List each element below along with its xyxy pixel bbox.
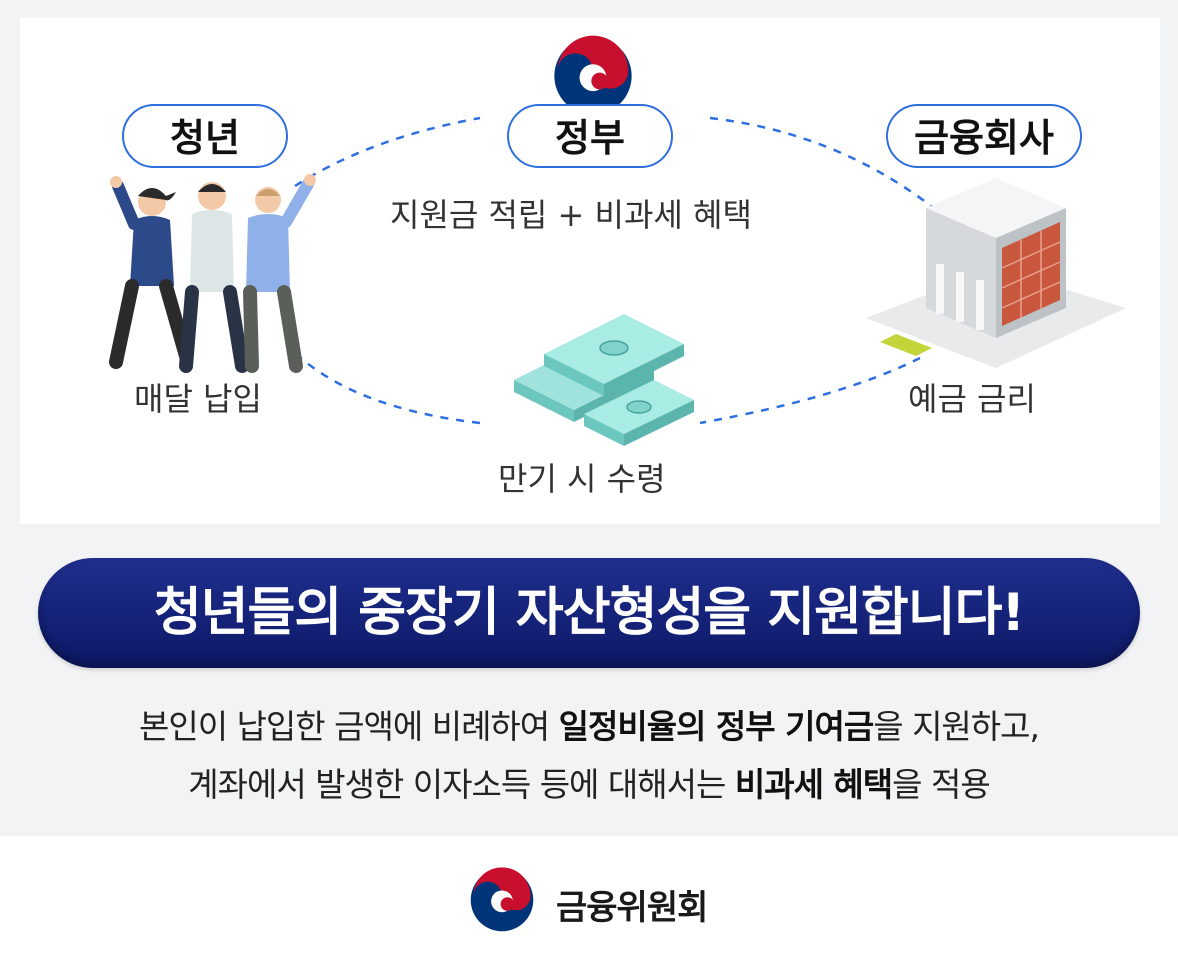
connector-money-youth: [289, 347, 481, 425]
label-deposit-interest: 예금 금리: [908, 380, 1036, 418]
role-government-pill: 정부: [507, 104, 673, 168]
description-line-2: 계좌에서 발생한 이자소득 등에 대해서는 비과세 혜택을 적용: [0, 758, 1178, 806]
org-name: 금융위원회: [556, 888, 708, 928]
fsc-emblem-icon: [470, 867, 534, 932]
bank-building-illustration: [866, 178, 1126, 368]
description-line-1: 본인이 납입한 금액에 비례하여 일정비율의 정부 기여금을 지원하고,: [0, 700, 1178, 748]
description-line-2-part-a: 계좌에서 발생한 이자소득 등에 대해서는: [188, 765, 735, 804]
government-emblem-icon: [554, 35, 632, 115]
connector-youth-government: [294, 116, 481, 188]
description-line-1-part-a: 본인이 납입한 금액에 비례하여: [139, 707, 559, 746]
label-maturity-receipt: 만기 시 수령: [498, 460, 666, 498]
money-stack-illustration: [514, 314, 694, 446]
description-line-2-bold: 비과세 혜택: [734, 765, 893, 804]
role-financial-pill: 금융회사: [886, 104, 1082, 168]
role-youth-pill: 청년: [122, 104, 288, 168]
headline-text: 청년들의 중장기 자산형성을 지원합니다!: [153, 583, 1025, 643]
label-monthly-payment: 매달 납입: [134, 380, 262, 418]
connector-financial-money: [699, 356, 921, 425]
connector-government-financial: [709, 116, 941, 214]
footer: 금융위원회: [0, 836, 1178, 954]
description-line-2-part-b: 을 적용: [892, 765, 991, 804]
label-government-benefit: 지원금 적립 + 비과세 혜택: [390, 196, 752, 234]
headline-banner: 청년들의 중장기 자산형성을 지원합니다!: [38, 558, 1140, 668]
dashed-connectors: [289, 116, 941, 425]
diagram-panel: 청년 정부 금융회사 지원금 적립 + 비과세 혜택 매달 납입 예금 금리 만…: [20, 18, 1160, 524]
description-line-1-bold: 일정비율의 정부 기여금: [558, 707, 875, 746]
description-line-1-part-b: 을 지원하고,: [873, 707, 1040, 746]
young-people-illustration: [109, 174, 316, 373]
